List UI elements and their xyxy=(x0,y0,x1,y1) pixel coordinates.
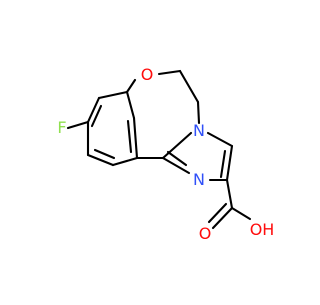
bond xyxy=(125,90,136,120)
bond xyxy=(206,131,234,148)
bond xyxy=(230,206,252,221)
structure-canvas: F O N N O OH xyxy=(57,65,275,243)
bond xyxy=(157,69,182,76)
bond xyxy=(86,153,115,167)
atom-label-layer: F O N N O OH xyxy=(57,65,274,243)
bond xyxy=(178,69,200,104)
bond xyxy=(211,206,234,230)
bond xyxy=(161,156,191,175)
bond xyxy=(207,202,228,224)
bond xyxy=(196,100,201,125)
bond xyxy=(66,120,90,130)
bond xyxy=(225,144,234,182)
imidazole-nitrogen-label: N xyxy=(193,170,205,189)
hydroxyl-label: OH xyxy=(250,220,275,239)
ring-oxygen-label: O xyxy=(141,65,154,84)
fluorine-label: F xyxy=(57,118,66,137)
bond-layer xyxy=(66,69,252,230)
imidazole-nitrogen-bridge-label: N xyxy=(193,121,205,140)
bond xyxy=(125,78,137,94)
bond xyxy=(161,131,193,160)
bond xyxy=(86,96,101,124)
bond xyxy=(97,90,129,100)
bond xyxy=(166,150,188,167)
bond xyxy=(90,104,103,128)
bond xyxy=(93,148,116,160)
carbonyl-oxygen-label: O xyxy=(199,224,212,243)
bond xyxy=(111,156,139,167)
bond xyxy=(219,149,227,179)
bond xyxy=(132,116,139,160)
bond xyxy=(225,178,234,210)
molecule-structure: F O N N O OH xyxy=(57,65,274,243)
bond xyxy=(126,119,133,154)
